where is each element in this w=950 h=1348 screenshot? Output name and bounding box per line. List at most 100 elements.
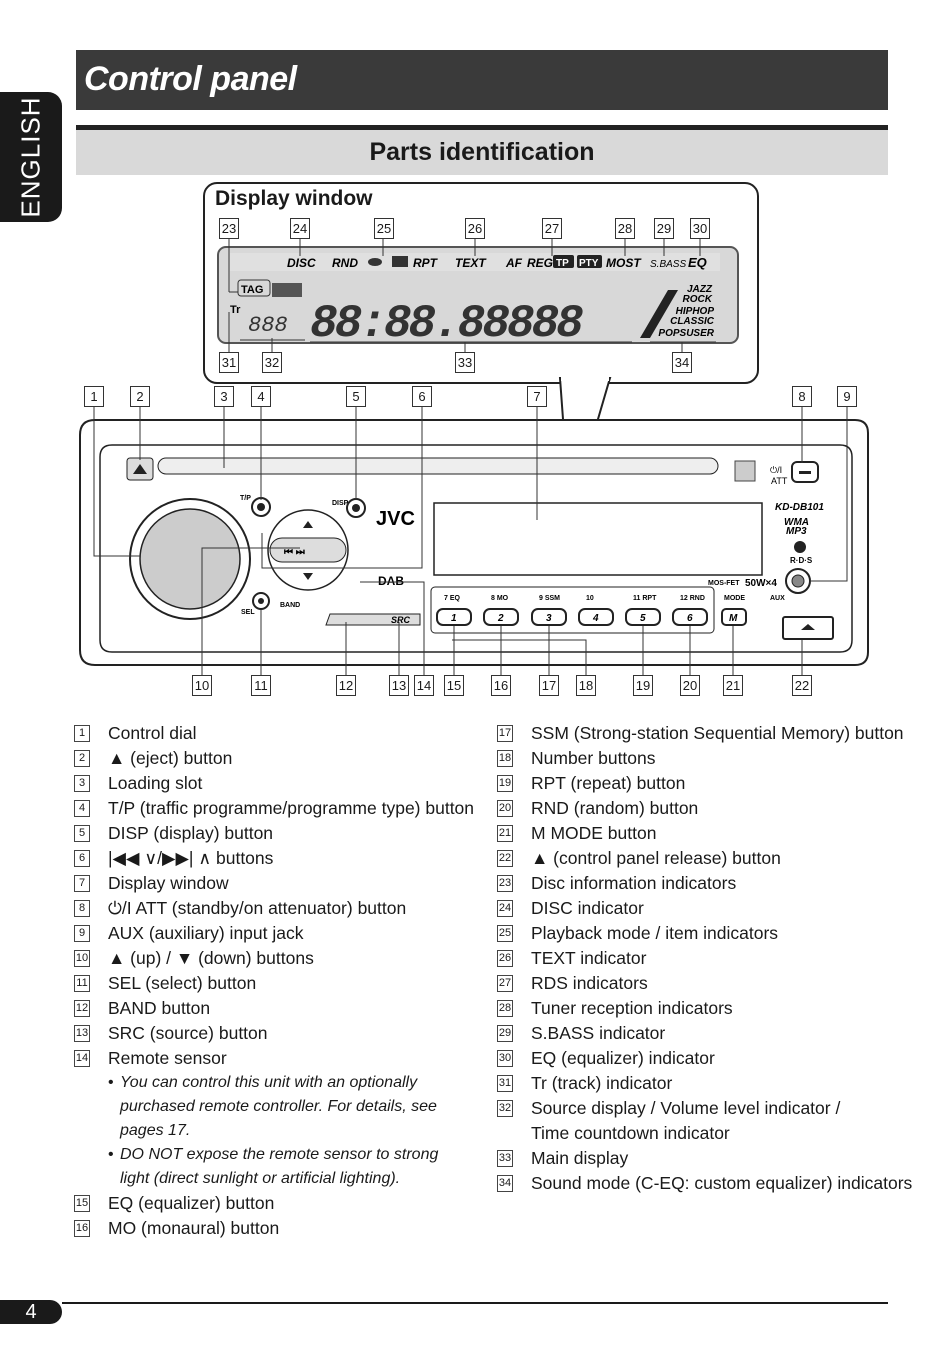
item-number: 32	[497, 1100, 513, 1117]
callout-number: 31	[219, 352, 239, 373]
callout-number: 32	[262, 352, 282, 373]
item-number: 26	[497, 950, 513, 967]
loading-slot	[157, 457, 719, 475]
list-item: 26 TEXT indicator	[497, 946, 912, 971]
up-button[interactable]	[303, 521, 313, 528]
dab-logo: DAB	[378, 574, 404, 588]
preset-button-3[interactable]	[531, 608, 567, 626]
section-title: Parts identification	[369, 138, 595, 166]
preset-button-label: 4	[592, 613, 599, 624]
callout-number: 7	[527, 386, 547, 407]
item-number: 30	[497, 1050, 513, 1067]
list-item: 24 DISC indicator	[497, 896, 912, 921]
item-number: 22	[497, 850, 513, 867]
callout-number: 34	[672, 352, 692, 373]
callout-number: 21	[723, 675, 743, 696]
preset-secondary-label: 12 RND	[680, 595, 705, 602]
list-item: 33 Main display	[497, 1146, 912, 1171]
tp-indicator: TP	[556, 258, 569, 269]
preset-secondary-label: 10	[586, 595, 594, 602]
list-item: 6|◀◀ ∨/▶▶| ∧ buttons	[74, 846, 474, 871]
callout-number: 18	[576, 675, 596, 696]
down-button[interactable]	[303, 573, 313, 580]
pty-indicator: PTY	[579, 258, 599, 269]
preset-button-4[interactable]	[578, 608, 614, 626]
callout-number: 26	[465, 218, 485, 239]
reg-indicator: REG	[527, 256, 553, 270]
band-src-button[interactable]	[325, 613, 421, 626]
list-item: 5 DISP (display) button	[74, 821, 474, 846]
item-number: 33	[497, 1150, 513, 1167]
footer-rule	[62, 1302, 888, 1304]
item-number: 4	[74, 800, 90, 817]
source-display-digits: 888	[248, 313, 288, 338]
list-item: 22▲ (control panel release) button	[497, 846, 912, 871]
note-light: DO NOT expose the remote sensor to stron…	[74, 1143, 470, 1191]
preset-secondary-label: 7 EQ	[444, 595, 461, 602]
preset-button-1[interactable]	[436, 608, 472, 626]
m-mode-button[interactable]	[721, 608, 747, 626]
most-indicator: MOST	[606, 256, 642, 270]
item-number: 28	[497, 1000, 513, 1017]
item-text: Disc information indicators	[531, 873, 737, 893]
item-text: MO (monaural) button	[108, 1218, 280, 1238]
callout-number: 1	[84, 386, 104, 407]
skip-buttons[interactable]	[269, 537, 347, 563]
item-number: 13	[74, 1025, 90, 1042]
item-text: |◀◀ ∨/▶▶| ∧ buttons	[108, 848, 274, 868]
item-text: T/P (traffic programme/programme type) b…	[108, 798, 475, 818]
callout-number: 2	[130, 386, 150, 407]
svg-text:MODE: MODE	[724, 595, 745, 602]
att-label: ⏻/I	[770, 465, 782, 475]
item-text: DISC indicator	[531, 898, 644, 918]
control-dial[interactable]	[139, 508, 241, 610]
page-title: Control panel	[84, 60, 297, 98]
jazz-indicator: JAZZ	[687, 284, 713, 295]
item-text: RND (random) button	[531, 798, 699, 818]
popsuser-indicator: POPSUSER	[658, 328, 714, 339]
callout-number: 12	[336, 675, 356, 696]
preset-button-2[interactable]	[483, 608, 519, 626]
callout-number: 4	[251, 386, 271, 407]
item-number: 24	[497, 900, 513, 917]
mosfet-label: MOS-FET	[708, 580, 740, 587]
preset-button-6[interactable]	[672, 608, 708, 626]
item-text: Loading slot	[108, 773, 203, 793]
preset-secondary-label: 11 RPT	[633, 595, 657, 602]
preset-secondary-label: 8 MO	[491, 595, 509, 602]
item-text: DISP (display) button	[108, 823, 274, 843]
list-item: 20 RND (random) button	[497, 796, 912, 821]
page-title-bar: Control panel	[76, 50, 888, 110]
item-number: 11	[74, 975, 90, 992]
preset-button-5[interactable]	[625, 608, 661, 626]
item-text: Main display	[531, 1148, 629, 1168]
item-text: BAND button	[108, 998, 211, 1018]
main-display-digits: 88:88.88888	[310, 298, 583, 350]
callout-number: 14	[414, 675, 434, 696]
callout-number: 33	[455, 352, 475, 373]
rock-indicator: ROCK	[683, 294, 713, 305]
list-item: 4 T/P (traffic programme/programme type) …	[74, 796, 474, 821]
item-number: 25	[497, 925, 513, 942]
item-number: 20	[497, 800, 513, 817]
callout-number: 28	[615, 218, 635, 239]
item-number: 19	[497, 775, 513, 792]
callout-number: 15	[444, 675, 464, 696]
note-remote: You can control this unit with an option…	[74, 1071, 470, 1143]
item-number: 21	[497, 825, 513, 842]
item-number: 5	[74, 825, 90, 842]
item-text: TEXT indicator	[531, 948, 647, 968]
item-text: ⏻/I ATT (standby/on attenuator) button	[108, 898, 407, 918]
